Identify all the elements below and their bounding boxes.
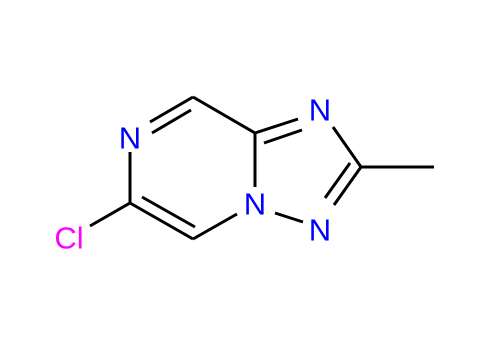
atom-n-bridge: N [244, 187, 266, 222]
atom-n-pyrazine: N [119, 121, 141, 156]
bond-c-methyl-to-n-triazole-bottom-double [323, 162, 352, 199]
bond-c-bottom-to-n-bridge [192, 212, 238, 241]
atom-chlorine: Cl [54, 221, 83, 256]
bond-c-fused-to-c-top [192, 95, 256, 135]
bond-n-triazole-top-to-c-methyl [331, 126, 363, 168]
atom-labels: N N N N Cl [54, 93, 331, 256]
atom-n-triazole-top: N [309, 93, 331, 128]
bond-c-top-to-n-pyrazine [149, 95, 194, 124]
bond-c-fused-to-n-triazole-top [254, 117, 299, 135]
bond-c-cl-to-c-bottom-double [141, 195, 196, 229]
bond-c-cl-to-c-bottom [129, 201, 194, 241]
bond-c-fused-to-n-triazole-top-double [263, 128, 303, 145]
bond-n-triazole-bottom-to-n-bridge [274, 211, 304, 224]
bond-lines [89, 95, 434, 241]
bond-c-top-to-n-pyrazine-double [151, 108, 192, 135]
atom-n-triazole-bottom: N [309, 213, 331, 248]
bond-c-methyl-to-n-triazole-bottom [332, 166, 363, 206]
bond-c-cl-to-chlorine [89, 201, 131, 228]
